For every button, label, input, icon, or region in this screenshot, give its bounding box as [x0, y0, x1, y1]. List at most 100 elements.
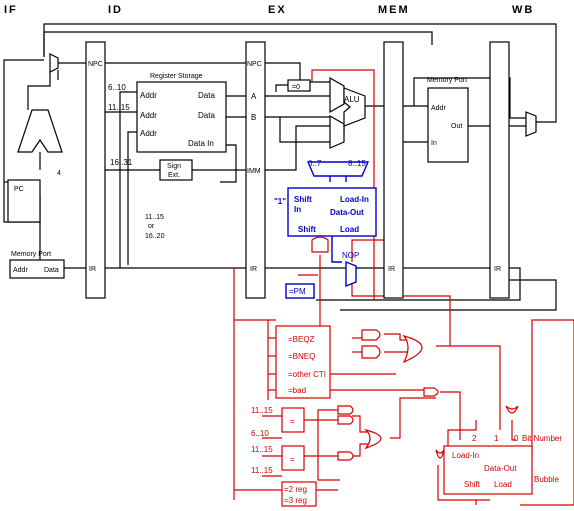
pm-label: =PM: [289, 287, 306, 296]
bit-2: 2: [472, 434, 477, 443]
dest-field-3: 16..20: [145, 233, 165, 240]
ex-and-gate: [311, 236, 329, 253]
and-gate-hz2: [337, 415, 354, 425]
rs-data-b: Data: [198, 111, 215, 120]
rs-addr-w: Addr: [140, 129, 157, 138]
mem-in: In: [431, 140, 437, 147]
if-id-latch: [85, 41, 106, 299]
cmp-b-in1: 11..15: [251, 445, 273, 454]
alu-mux-a: [329, 76, 345, 114]
and-gate-hz1: [337, 405, 354, 415]
or-gate-bit0: [505, 405, 519, 414]
and-gate-hz3: [337, 451, 354, 461]
alu-label: ALU: [344, 95, 360, 104]
if-mem-data: Data: [44, 267, 59, 274]
if-mem-addr: Addr: [13, 267, 28, 274]
decoder-beqz: =BEQZ: [288, 335, 315, 344]
eq-zero-label: =0: [292, 84, 300, 91]
cmp-a-in1: 11..15: [251, 406, 273, 415]
alu-mux-b: [329, 114, 345, 149]
cmp-a-in2: 6..10: [251, 429, 269, 438]
register-storage-title: Register Storage: [150, 73, 203, 80]
if-memory-port-title: Memory Port: [11, 251, 51, 258]
nop-label: NOP: [342, 251, 359, 260]
bit-1: 1: [494, 434, 499, 443]
decoder-bneq: =BNEQ: [288, 352, 315, 361]
mem-wb-ir: IR: [494, 266, 501, 273]
reg-count-block: [281, 481, 317, 507]
opcode-decoder: [275, 325, 331, 399]
dest-field-2: or: [148, 223, 155, 230]
sign-ext-block: [159, 159, 193, 181]
data-out-ex: Data-Out: [330, 208, 364, 217]
decoder-bad: =bad: [288, 386, 306, 395]
id-ex-ir: IR: [250, 266, 257, 273]
if-memory-port: [9, 259, 65, 279]
and-gate-bad: [423, 387, 439, 397]
decoder-other-cti: =other CTI: [288, 370, 326, 379]
field-rs: 6..10: [108, 83, 126, 92]
byte-hi-label: 8..15: [348, 159, 366, 168]
increment-label: 4: [57, 170, 61, 177]
id-ex-latch: [245, 41, 266, 299]
alu-block: [343, 87, 366, 127]
id-ex-a: A: [251, 92, 257, 101]
shift-in-1: Shift: [294, 195, 312, 204]
pc-register: [7, 179, 41, 223]
mem-port-title: Memory Port: [427, 77, 467, 84]
field-imm: 16..31: [110, 158, 133, 167]
sign-ext-2: Ext.: [168, 172, 180, 179]
stage-id: ID: [108, 4, 123, 16]
stage-wb: WB: [512, 4, 534, 16]
bit-number-label: Bit Number: [522, 434, 562, 443]
ex-mem-latch: [383, 41, 404, 299]
load-in-bubble: Load-In: [452, 451, 479, 460]
or-gate-hazard: [363, 428, 382, 450]
bit-0: 0: [514, 434, 519, 443]
and-gate-beqz: [361, 329, 381, 341]
stage-if: IF: [4, 4, 18, 16]
id-ex-b: B: [251, 113, 256, 122]
and-gate-bneq: [361, 345, 381, 359]
mem-wb-latch: [489, 41, 510, 299]
rs-data-a: Data: [198, 91, 215, 100]
control-wires: [233, 69, 574, 506]
if-id-npc: NPC: [88, 61, 103, 68]
nop-mux: [345, 260, 357, 288]
load-bubble: Load: [494, 480, 512, 489]
shift-bubble: Shift: [464, 480, 481, 489]
wb-mux: [525, 111, 537, 137]
load-ex: Load: [340, 225, 359, 234]
or-gate-branch: [402, 334, 423, 364]
shift-ex: Shift: [298, 225, 316, 234]
cmp-a-label: =: [290, 417, 295, 426]
mem-port: [427, 87, 469, 163]
data-out-bubble: Data-Out: [484, 464, 517, 473]
if-id-ir: IR: [89, 266, 96, 273]
pm-unit: 0..7 8..15 "1" Shift In Load-In Data-Out…: [274, 159, 377, 299]
const-one: "1": [274, 197, 286, 206]
pc-label: PC: [14, 186, 24, 193]
mem-addr: Addr: [431, 105, 446, 112]
cmp-b-in2: 11..15: [251, 466, 273, 475]
sign-ext-1: Sign: [167, 163, 181, 170]
cmp-b-label: =: [290, 455, 295, 464]
bubble-label: Bubble: [534, 475, 559, 484]
ex-mem-ir: IR: [388, 266, 395, 273]
reg-count-3: =3 reg: [284, 496, 307, 505]
register-storage: [136, 81, 227, 153]
load-in-ex: Load-In: [340, 195, 369, 204]
or-gate-bit2: [435, 449, 445, 459]
dest-field-1: 11..15: [145, 214, 164, 221]
cmp-block-b: [281, 445, 305, 471]
if-mux: [49, 53, 59, 73]
shift-register-bubble: [443, 445, 533, 495]
reg-count-2: =2 reg: [284, 485, 307, 494]
rs-addr-a: Addr: [140, 91, 157, 100]
eq-zero-block: [287, 79, 311, 92]
stage-mem: MEM: [378, 4, 410, 16]
rs-data-in: Data In: [188, 139, 214, 148]
pm-block: [285, 283, 315, 299]
stage-ex: EX: [268, 4, 287, 16]
